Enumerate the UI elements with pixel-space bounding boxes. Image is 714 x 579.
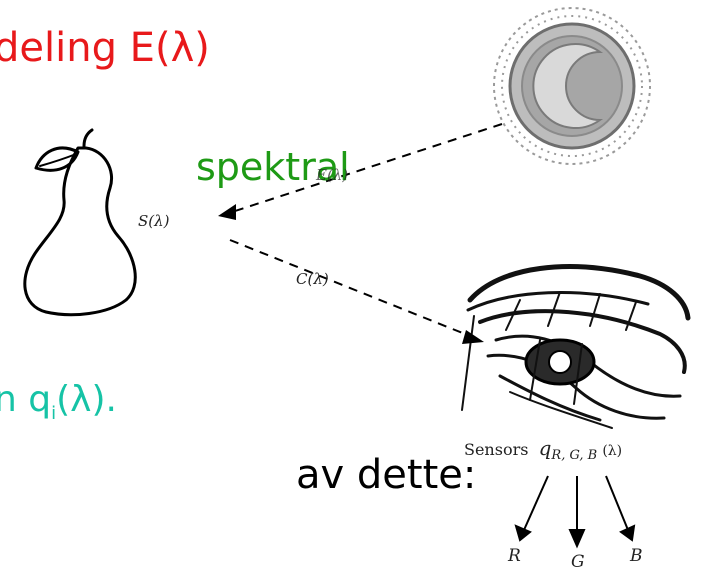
sensitivity-prefix: n q — [0, 379, 52, 420]
spectral-label: spektral — [196, 145, 350, 189]
channel-label-r: R — [508, 546, 521, 566]
surface-label: S(λ) — [138, 212, 170, 230]
reflect-label: C(λ) — [296, 270, 329, 288]
sun-icon — [493, 7, 651, 165]
light-paths — [229, 123, 503, 337]
sensors-word: Sensors — [464, 440, 529, 459]
sensitivity-tail: (λ). — [56, 379, 117, 420]
body-text-av-dette: av dette: — [296, 452, 477, 498]
source-label: E(λ) — [316, 166, 349, 184]
channel-arrows — [514, 475, 636, 549]
channel-label-b: B — [630, 546, 643, 566]
sensors-label: Sensors qR, G, B (λ) — [464, 436, 622, 463]
heading-spectral-distribution: deling E(λ) — [0, 25, 210, 71]
sensors-lambda: (λ) — [602, 443, 623, 459]
eye-icon — [461, 264, 691, 429]
sensors-q: q — [538, 436, 552, 460]
channel-label-g: G — [571, 552, 585, 572]
arrowhead-to-eye — [462, 330, 484, 344]
sensors-subscript: R, G, B — [551, 448, 598, 464]
sensitivity-subscript: i — [51, 403, 57, 425]
arrowhead-to-pear — [218, 204, 236, 220]
pear-icon — [23, 128, 137, 317]
sensitivity-line: n qi(λ). — [0, 382, 117, 423]
